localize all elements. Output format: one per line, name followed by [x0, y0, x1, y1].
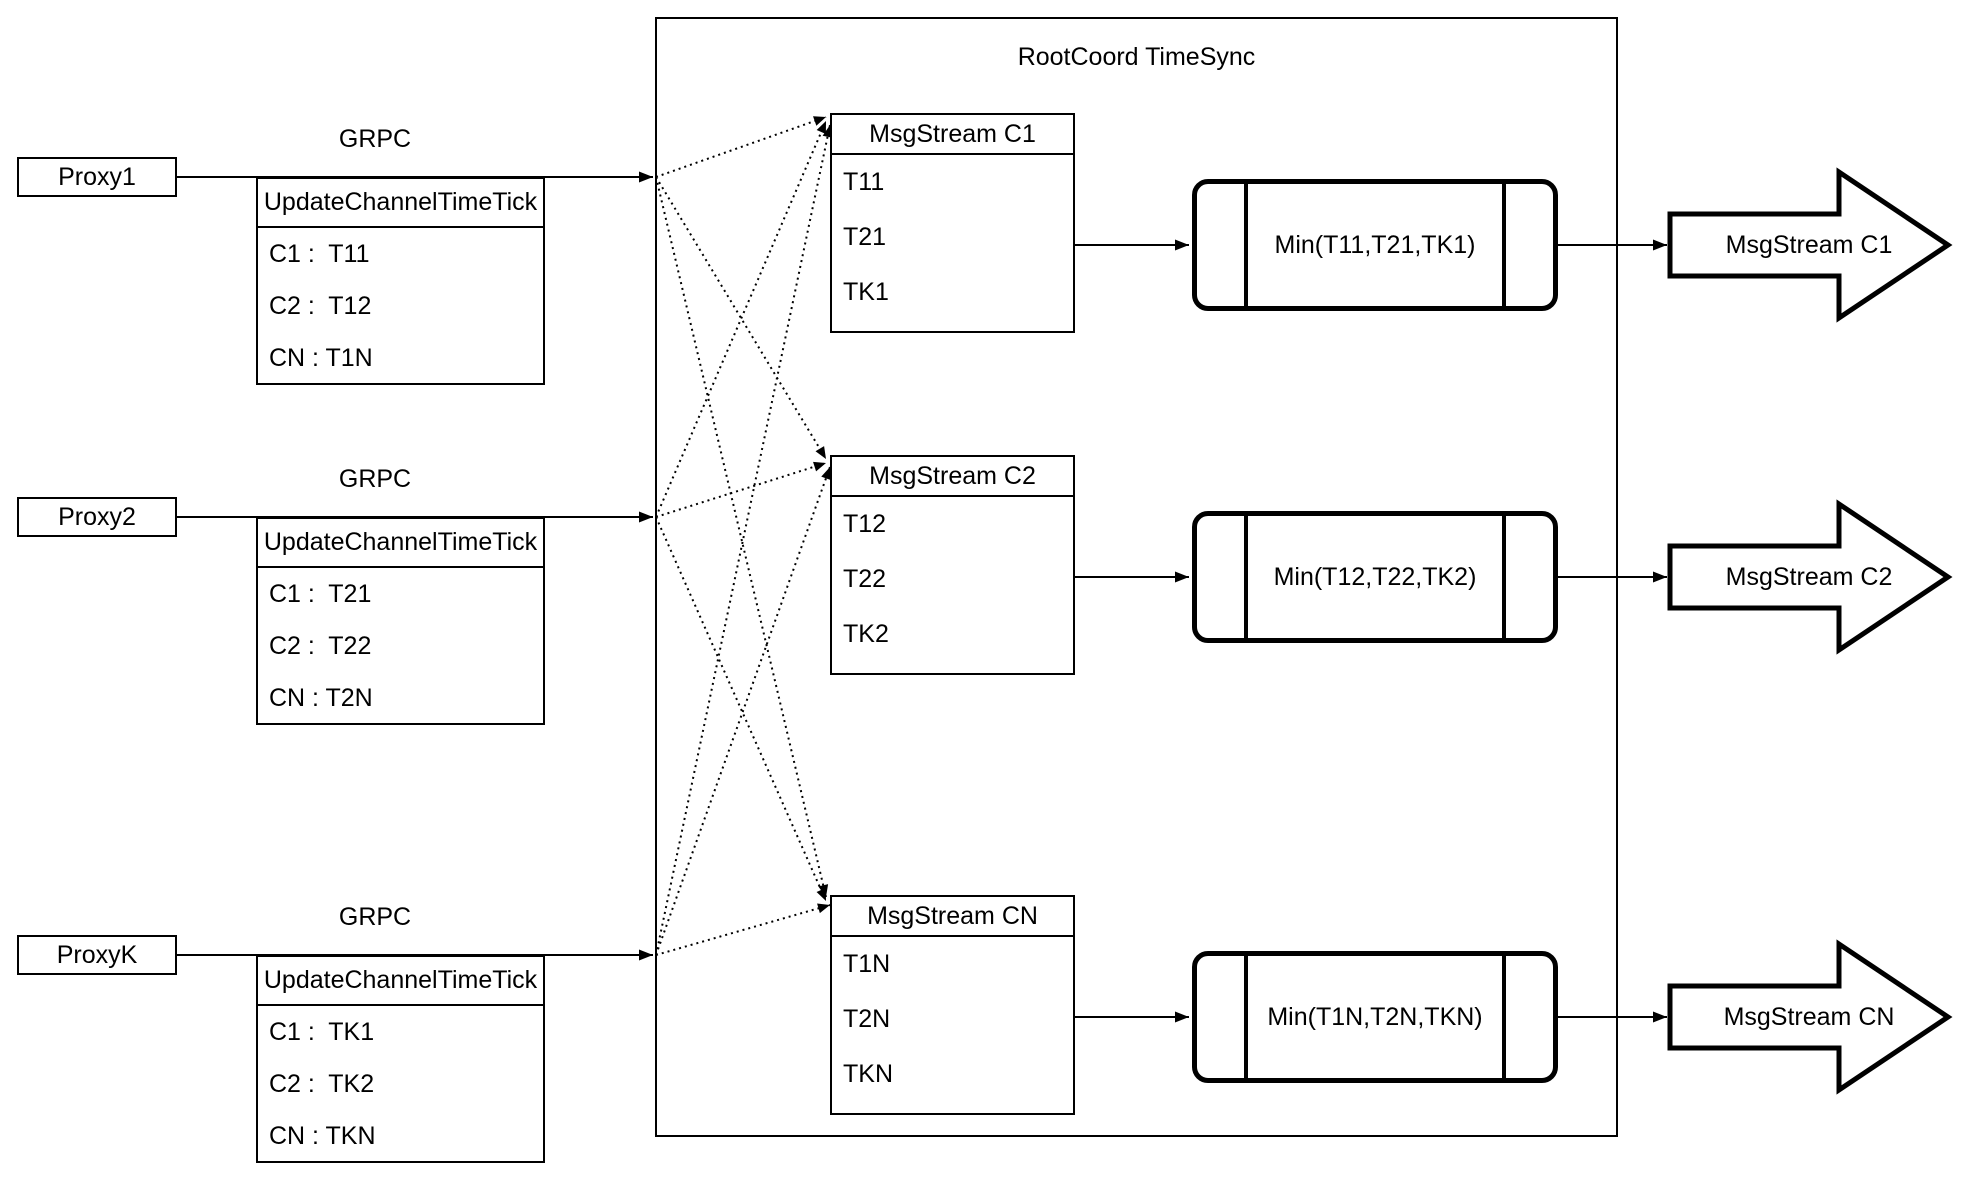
- min-function-cn: Min(T1N,T2N,TKN): [1267, 1002, 1483, 1031]
- output-arrow-c1-label: MsgStream C1: [1725, 230, 1893, 259]
- proxy1-node: Proxy1: [17, 157, 177, 197]
- msgstream-c1-buffer-title: MsgStream C1: [832, 115, 1073, 155]
- buffer-entry: T22: [843, 565, 887, 593]
- min-node-left-bar: [1244, 184, 1248, 306]
- update-channel-timetick-table-proxy1: UpdateChannelTimeTick C1 : T11 C2 : T12 …: [256, 177, 545, 385]
- update-channel-timetick-title: UpdateChannelTimeTick: [258, 519, 543, 568]
- grpc-label-proxy1: GRPC: [338, 125, 412, 153]
- proxyk-node: ProxyK: [17, 935, 177, 975]
- timetick-entry: CN : T2N: [269, 683, 373, 712]
- timetick-entry: C2 : TK2: [269, 1069, 375, 1098]
- min-function-c2: Min(T12,T22,TK2): [1273, 562, 1477, 591]
- update-channel-timetick-table-proxyk: UpdateChannelTimeTick C1 : TK1 C2 : TK2 …: [256, 955, 545, 1163]
- proxy2-node: Proxy2: [17, 497, 177, 537]
- timetick-entry: C1 : T21: [269, 579, 372, 608]
- buffer-entry: T21: [843, 223, 887, 251]
- buffer-entry: T1N: [843, 950, 891, 978]
- min-node-left-bar: [1244, 956, 1248, 1078]
- min-node-right-bar: [1502, 184, 1506, 306]
- proxy2-label: Proxy2: [58, 502, 136, 531]
- timetick-entry: C1 : TK1: [269, 1017, 375, 1046]
- min-node-left-bar: [1244, 516, 1248, 638]
- msgstream-cn-buffer-table: MsgStream CN T1N T2N TKN: [830, 895, 1075, 1115]
- rootcoord-timesync-container: [655, 17, 1618, 1137]
- min-node-c2: Min(T12,T22,TK2): [1192, 511, 1558, 643]
- msgstream-c1-buffer-table: MsgStream C1 T11 T21 TK1: [830, 113, 1075, 333]
- timetick-entry: C2 : T12: [269, 291, 372, 320]
- timetick-entry: CN : T1N: [269, 343, 373, 372]
- timetick-entry: C1 : T11: [269, 239, 370, 268]
- buffer-entry: T11: [843, 168, 885, 196]
- msgstream-cn-buffer-title: MsgStream CN: [832, 897, 1073, 937]
- grpc-label-proxyk: GRPC: [338, 903, 412, 931]
- update-channel-timetick-table-proxy2: UpdateChannelTimeTick C1 : T21 C2 : T22 …: [256, 517, 545, 725]
- buffer-entry: T2N: [843, 1005, 891, 1033]
- buffer-entry: T12: [843, 510, 887, 538]
- output-arrow-cn-label: MsgStream CN: [1723, 1002, 1895, 1031]
- update-channel-timetick-title: UpdateChannelTimeTick: [258, 957, 543, 1006]
- buffer-entry: TK2: [843, 620, 889, 648]
- timetick-entry: CN : TKN: [269, 1121, 376, 1150]
- msgstream-c2-buffer-table: MsgStream C2 T12 T22 TK2: [830, 455, 1075, 675]
- rootcoord-timesync-title: RootCoord TimeSync: [1017, 43, 1256, 71]
- min-function-c1: Min(T11,T21,TK1): [1274, 230, 1476, 259]
- proxyk-label: ProxyK: [56, 940, 138, 969]
- update-channel-timetick-title: UpdateChannelTimeTick: [258, 179, 543, 228]
- grpc-label-proxy2: GRPC: [338, 465, 412, 493]
- min-node-c1: Min(T11,T21,TK1): [1192, 179, 1558, 311]
- min-node-right-bar: [1502, 516, 1506, 638]
- output-arrow-c2-label: MsgStream C2: [1725, 562, 1893, 591]
- min-node-right-bar: [1502, 956, 1506, 1078]
- msgstream-c2-buffer-title: MsgStream C2: [832, 457, 1073, 497]
- buffer-entry: TK1: [843, 278, 889, 306]
- proxy1-label: Proxy1: [58, 162, 136, 191]
- timetick-entry: C2 : T22: [269, 631, 372, 660]
- min-node-cn: Min(T1N,T2N,TKN): [1192, 951, 1558, 1083]
- buffer-entry: TKN: [843, 1060, 893, 1088]
